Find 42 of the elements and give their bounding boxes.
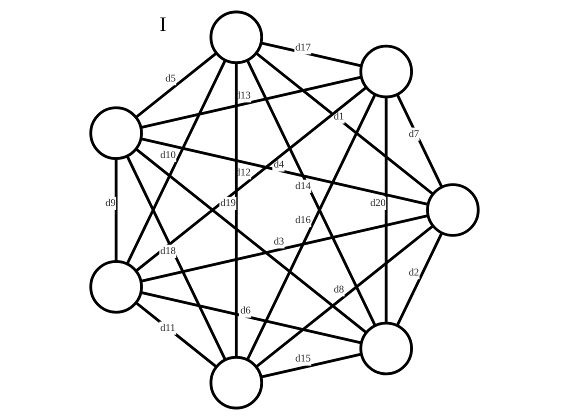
edge-label: d16 bbox=[295, 215, 311, 226]
connector bbox=[255, 52, 434, 196]
connector bbox=[396, 94, 444, 188]
connector bbox=[135, 302, 218, 368]
edge-label: d9 bbox=[105, 198, 116, 210]
connector bbox=[246, 60, 376, 326]
node-circle bbox=[359, 322, 413, 376]
node-circle bbox=[89, 106, 143, 160]
edge-label: d8 bbox=[334, 284, 344, 296]
edge-label: d14 bbox=[295, 180, 311, 192]
connector bbox=[140, 76, 362, 129]
edge-label: d2 bbox=[408, 267, 420, 278]
edge-label: d19 bbox=[220, 198, 236, 210]
connector bbox=[135, 86, 368, 272]
edge-label: d15 bbox=[295, 354, 311, 365]
edge-label: d20 bbox=[370, 198, 386, 210]
edge-label: d1 bbox=[334, 112, 344, 123]
node-circle bbox=[210, 356, 264, 410]
connector bbox=[140, 137, 428, 206]
edge-label: d4 bbox=[274, 160, 284, 171]
connector bbox=[396, 232, 444, 326]
edge-label: d5 bbox=[165, 73, 176, 84]
connector bbox=[140, 291, 362, 344]
connector bbox=[384, 97, 388, 323]
label: I bbox=[160, 14, 166, 36]
edge-label: d11 bbox=[160, 322, 176, 334]
connector bbox=[114, 158, 118, 262]
connector bbox=[135, 52, 218, 118]
node-circle bbox=[210, 10, 264, 64]
connector bbox=[234, 62, 238, 358]
edge-label: d7 bbox=[408, 128, 420, 140]
node-circle bbox=[89, 260, 143, 314]
edge-label: d6 bbox=[240, 306, 251, 317]
edge-label: d17 bbox=[295, 42, 311, 54]
node-circle bbox=[426, 183, 480, 237]
edge-label: d10 bbox=[160, 150, 176, 162]
connector bbox=[126, 156, 227, 360]
connector bbox=[246, 94, 376, 360]
edge-label: d18 bbox=[160, 246, 176, 257]
edge-label: d3 bbox=[274, 236, 284, 248]
node-circle bbox=[359, 44, 413, 98]
connector bbox=[126, 60, 227, 264]
